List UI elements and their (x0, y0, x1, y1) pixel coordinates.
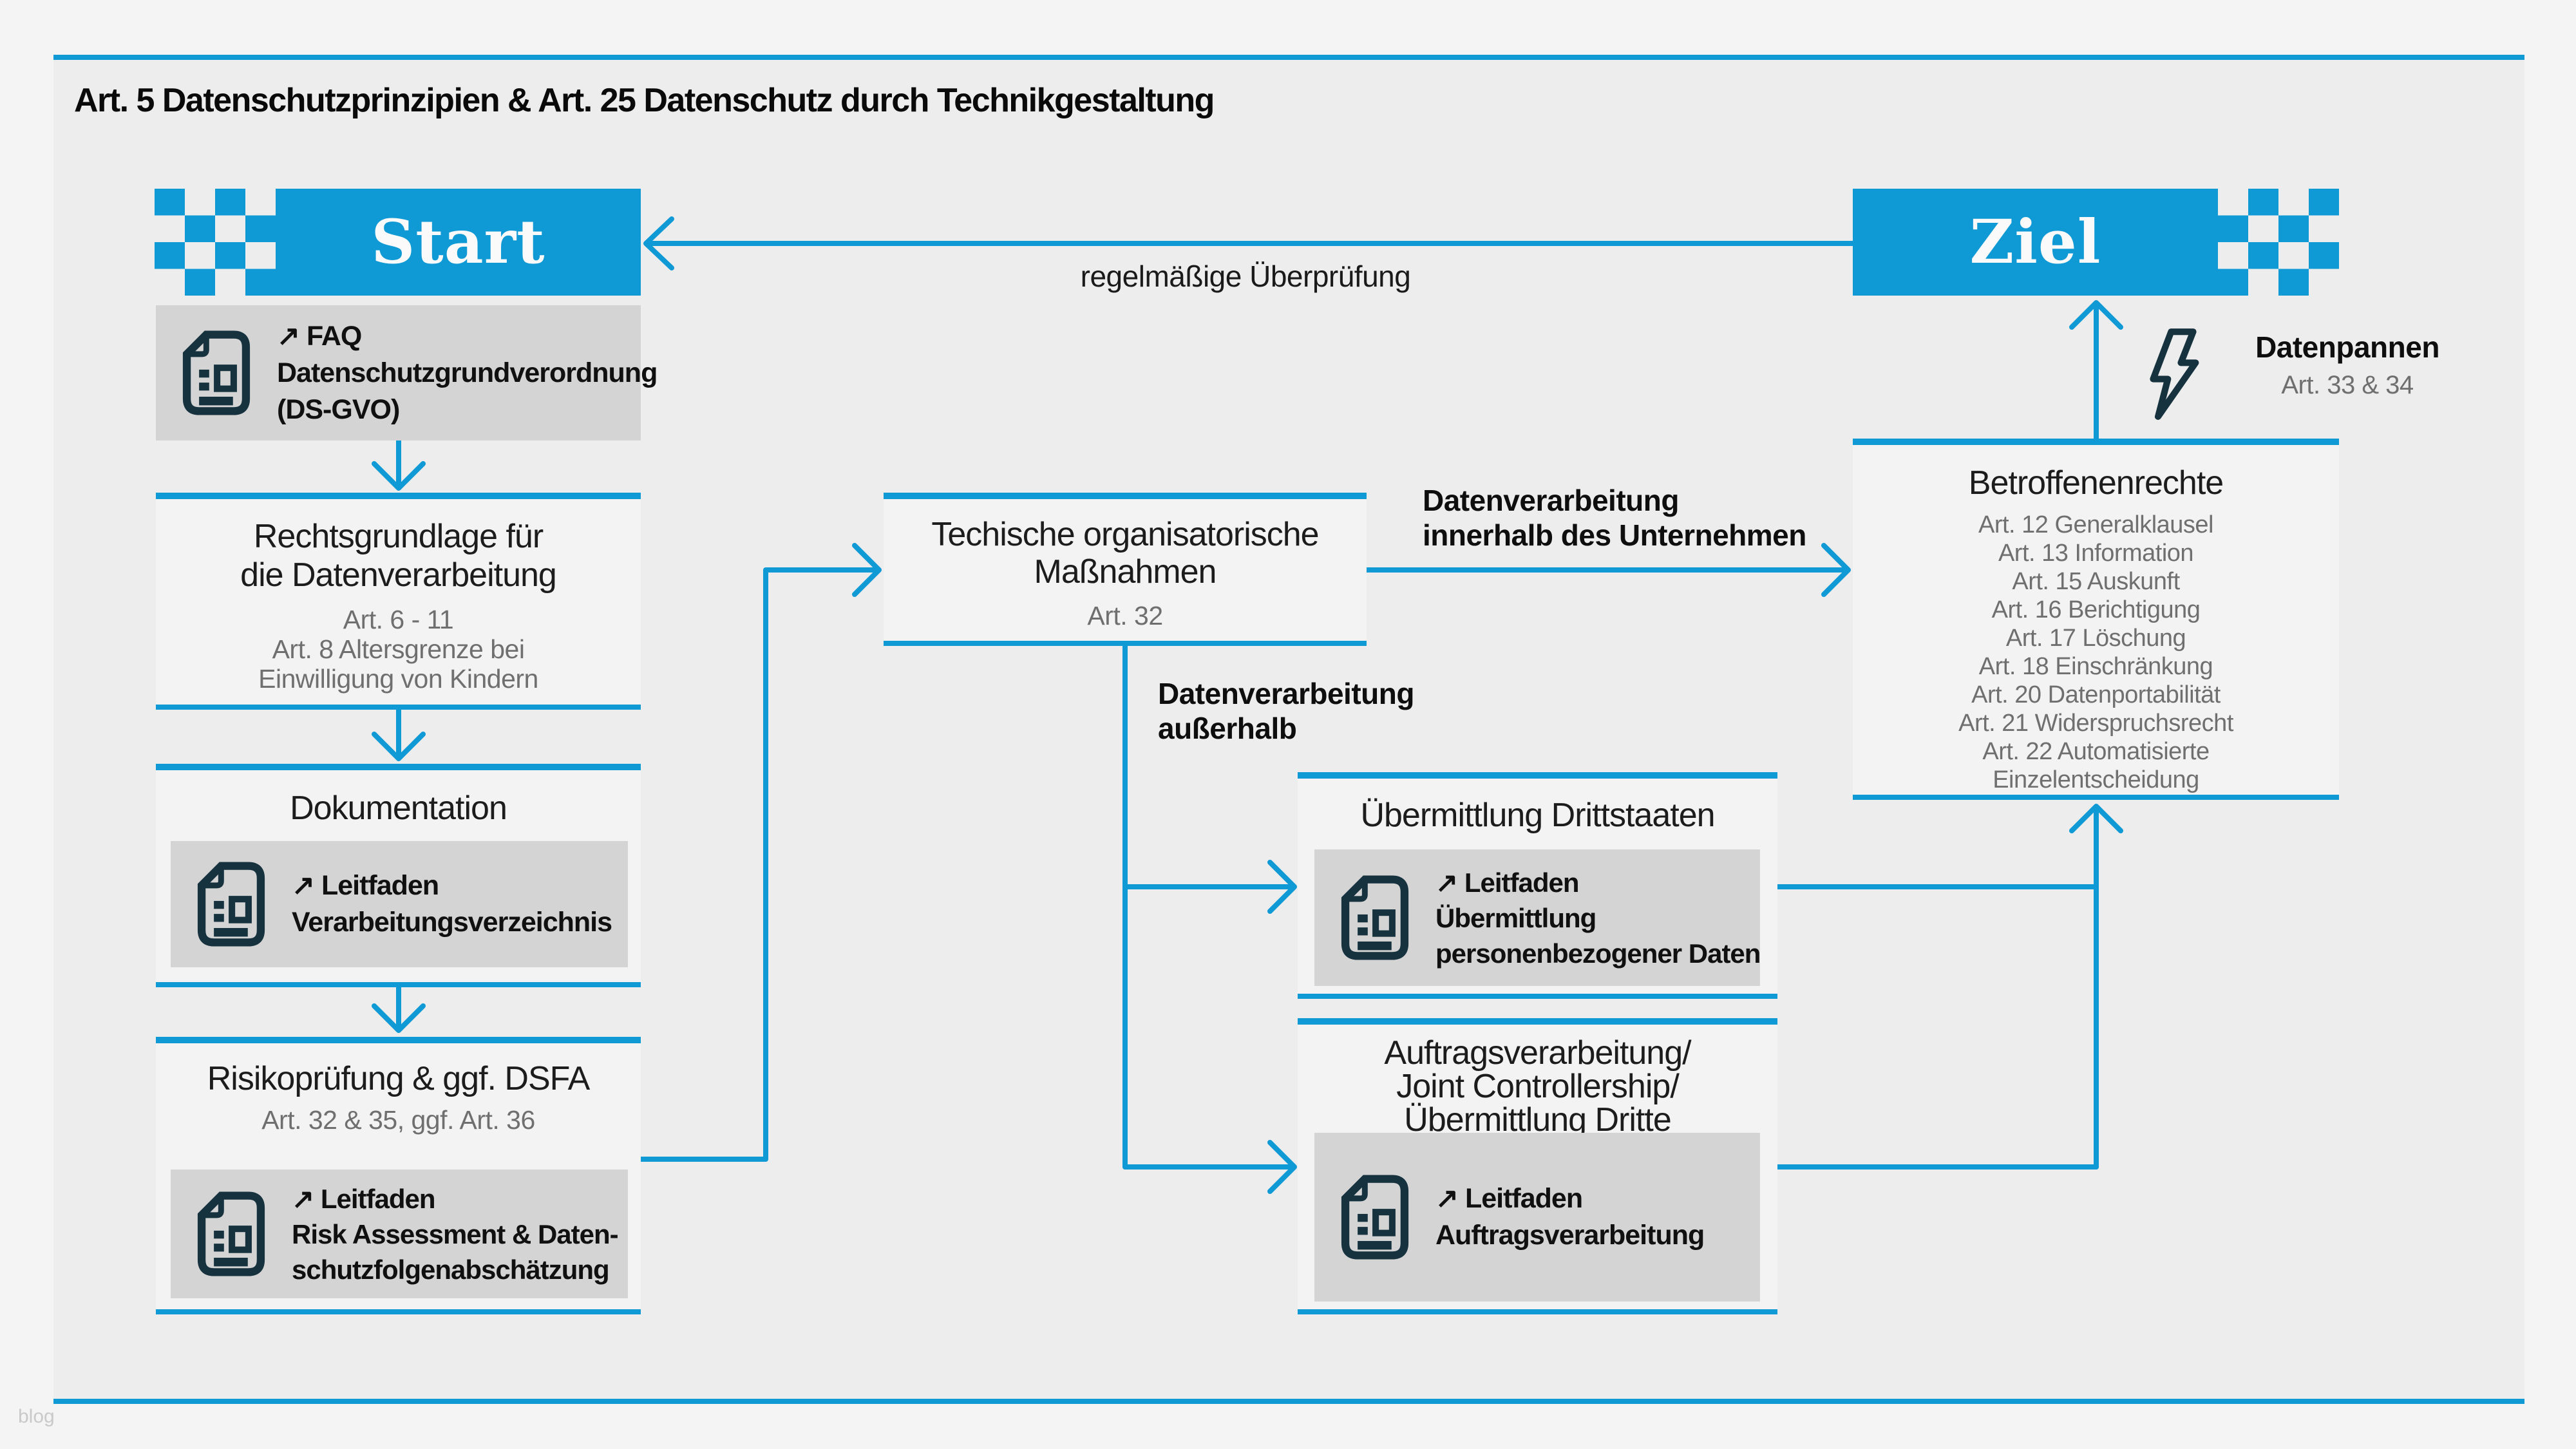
rights-item: Art. 16 Berichtigung (1991, 596, 2201, 623)
rights-item: Art. 20 Datenportabilität (1971, 681, 2221, 708)
leitfaden-line: Verarbeitungsverzeichnis (292, 907, 612, 938)
external-link-icon: ↗ (1435, 1183, 1459, 1214)
risikopruefung-box: Risikoprüfung & ggf. DSFA Art. 32 & 35, … (156, 1037, 641, 1314)
checker-pattern (2218, 189, 2339, 296)
box-title: Dokumentation (290, 790, 507, 827)
box-title: Übermittlung Drittstaaten (1360, 797, 1715, 834)
box-title: Übermittlung Dritte (1404, 1101, 1671, 1139)
rights-item: Einzelentscheidung (1993, 766, 2199, 793)
box-title: Auftragsverarbeitung/ (1384, 1034, 1691, 1072)
leitfaden-auftragsverarbeitung-card[interactable]: ↗ Leitfaden Auftragsverarbeitung (1314, 1133, 1760, 1302)
edge-label-internal: Datenverarbeitung innerhalb des Unterneh… (1423, 484, 1806, 552)
leitfaden-line: personenbezogener Daten (1435, 938, 1761, 969)
rights-item: Art. 17 Löschung (2005, 625, 2186, 652)
box-subtitle: Art. 8 Altersgrenze bei (272, 634, 525, 664)
checker-pattern (155, 189, 276, 296)
datenpannen-title: Datenpannen (2255, 330, 2439, 364)
document-icon (197, 862, 265, 947)
box-subtitle: Einwilligung von Kindern (258, 664, 538, 694)
datenpannen-subtitle: Art. 33 & 34 (2281, 371, 2414, 399)
rights-item: Art. 21 Widerspruchsrecht (1958, 710, 2233, 737)
document-icon (197, 1191, 265, 1276)
faq-line: (DS-GVO) (277, 393, 400, 425)
start-bar: Start (276, 189, 641, 296)
leitfaden-label: Leitfaden (1464, 1183, 1583, 1214)
box-title: Risikoprüfung & ggf. DSFA (207, 1060, 591, 1097)
rights-item: Art. 13 Information (1998, 540, 2194, 567)
box-title: Techische organisatorische (931, 516, 1319, 553)
rights-item: Art. 12 Generalklausel (1978, 511, 2213, 538)
external-link-icon: ↗ (292, 1183, 314, 1214)
external-link-icon: ↗ (1435, 867, 1458, 898)
rights-item: Art. 15 Auskunft (2012, 568, 2180, 595)
leitfaden-line: Auftragsverarbeitung (1435, 1220, 1705, 1251)
faq-link-card[interactable]: ↗ FAQ Datenschutzgrundverordnung (DS-GVO… (156, 305, 658, 440)
edge-label-review: regelmäßige Überprüfung (1080, 260, 1411, 293)
ziel-bar: Ziel (1853, 189, 2218, 296)
faq-link-label: FAQ (306, 320, 362, 352)
rights-item: Art. 22 Automatisierte (1982, 738, 2210, 765)
leitfaden-line: schutzfolgenabschätzung (292, 1254, 610, 1285)
leitfaden-label: Leitfaden (320, 1183, 436, 1214)
leitfaden-line: Risk Assessment & Daten- (292, 1218, 619, 1249)
box-title: Maßnahmen (1034, 553, 1217, 591)
leitfaden-uebermittlung-card[interactable]: ↗ Leitfaden Übermittlung personenbezogen… (1314, 849, 1761, 986)
watermark: blog (18, 1406, 55, 1427)
leitfaden-label: Leitfaden (321, 870, 439, 901)
leitfaden-verarbeitungsverzeichnis-card[interactable]: ↗ Leitfaden Verarbeitungsverzeichnis (171, 841, 628, 967)
auftragsverarbeitung-box: Auftragsverarbeitung/ Joint Controllersh… (1298, 1018, 1777, 1314)
tom-box: Techische organisatorische Maßnahmen Art… (884, 493, 1367, 646)
betroffenenrechte-box: Betroffenenrechte Art. 12 Generalklausel… (1853, 439, 2339, 800)
rechtsgrundlage-box: Rechtsgrundlage für die Datenverarbeitun… (156, 493, 641, 710)
box-title: die Datenverarbeitung (240, 556, 557, 594)
uebermittlung-box: Übermittlung Drittstaaten ↗ Leitfaden Üb… (1298, 772, 1777, 999)
leitfaden-risk-assessment-card[interactable]: ↗ Leitfaden Risk Assessment & Daten- sch… (171, 1170, 628, 1298)
box-subtitle: Art. 32 & 35, ggf. Art. 36 (261, 1105, 535, 1135)
document-icon (1341, 1175, 1409, 1260)
start-label: Start (371, 207, 545, 278)
dokumentation-box: Dokumentation ↗ Leitfaden Verarbeitungsv… (156, 764, 641, 987)
faq-line: Datenschutzgrundverordnung (277, 357, 658, 388)
start-node: Start (155, 189, 641, 296)
datenpannen-label-block: Datenpannen Art. 33 & 34 (2241, 330, 2454, 400)
box-title: Betroffenenrechte (1968, 464, 2224, 502)
leitfaden-line: Übermittlung (1435, 902, 1596, 933)
box-subtitle: Art. 6 - 11 (343, 605, 454, 634)
ziel-node: Ziel (1853, 189, 2339, 296)
box-title: Rechtsgrundlage für (253, 518, 544, 555)
lightning-icon (2150, 328, 2199, 420)
ziel-label: Ziel (1969, 207, 2101, 278)
box-title: Joint Controllership/ (1396, 1068, 1680, 1105)
rights-item: Art. 18 Einschränkung (1978, 653, 2213, 680)
page-title: Art. 5 Datenschutzprinzipien & Art. 25 D… (74, 82, 1215, 119)
document-icon (1341, 875, 1409, 960)
external-link-icon: ↗ (277, 320, 300, 352)
external-link-icon: ↗ (292, 870, 315, 901)
leitfaden-label: Leitfaden (1464, 867, 1580, 898)
edge-label-external: Datenverarbeitung außerhalb (1158, 677, 1414, 745)
document-icon (182, 330, 251, 415)
box-subtitle: Art. 32 (1087, 601, 1163, 630)
